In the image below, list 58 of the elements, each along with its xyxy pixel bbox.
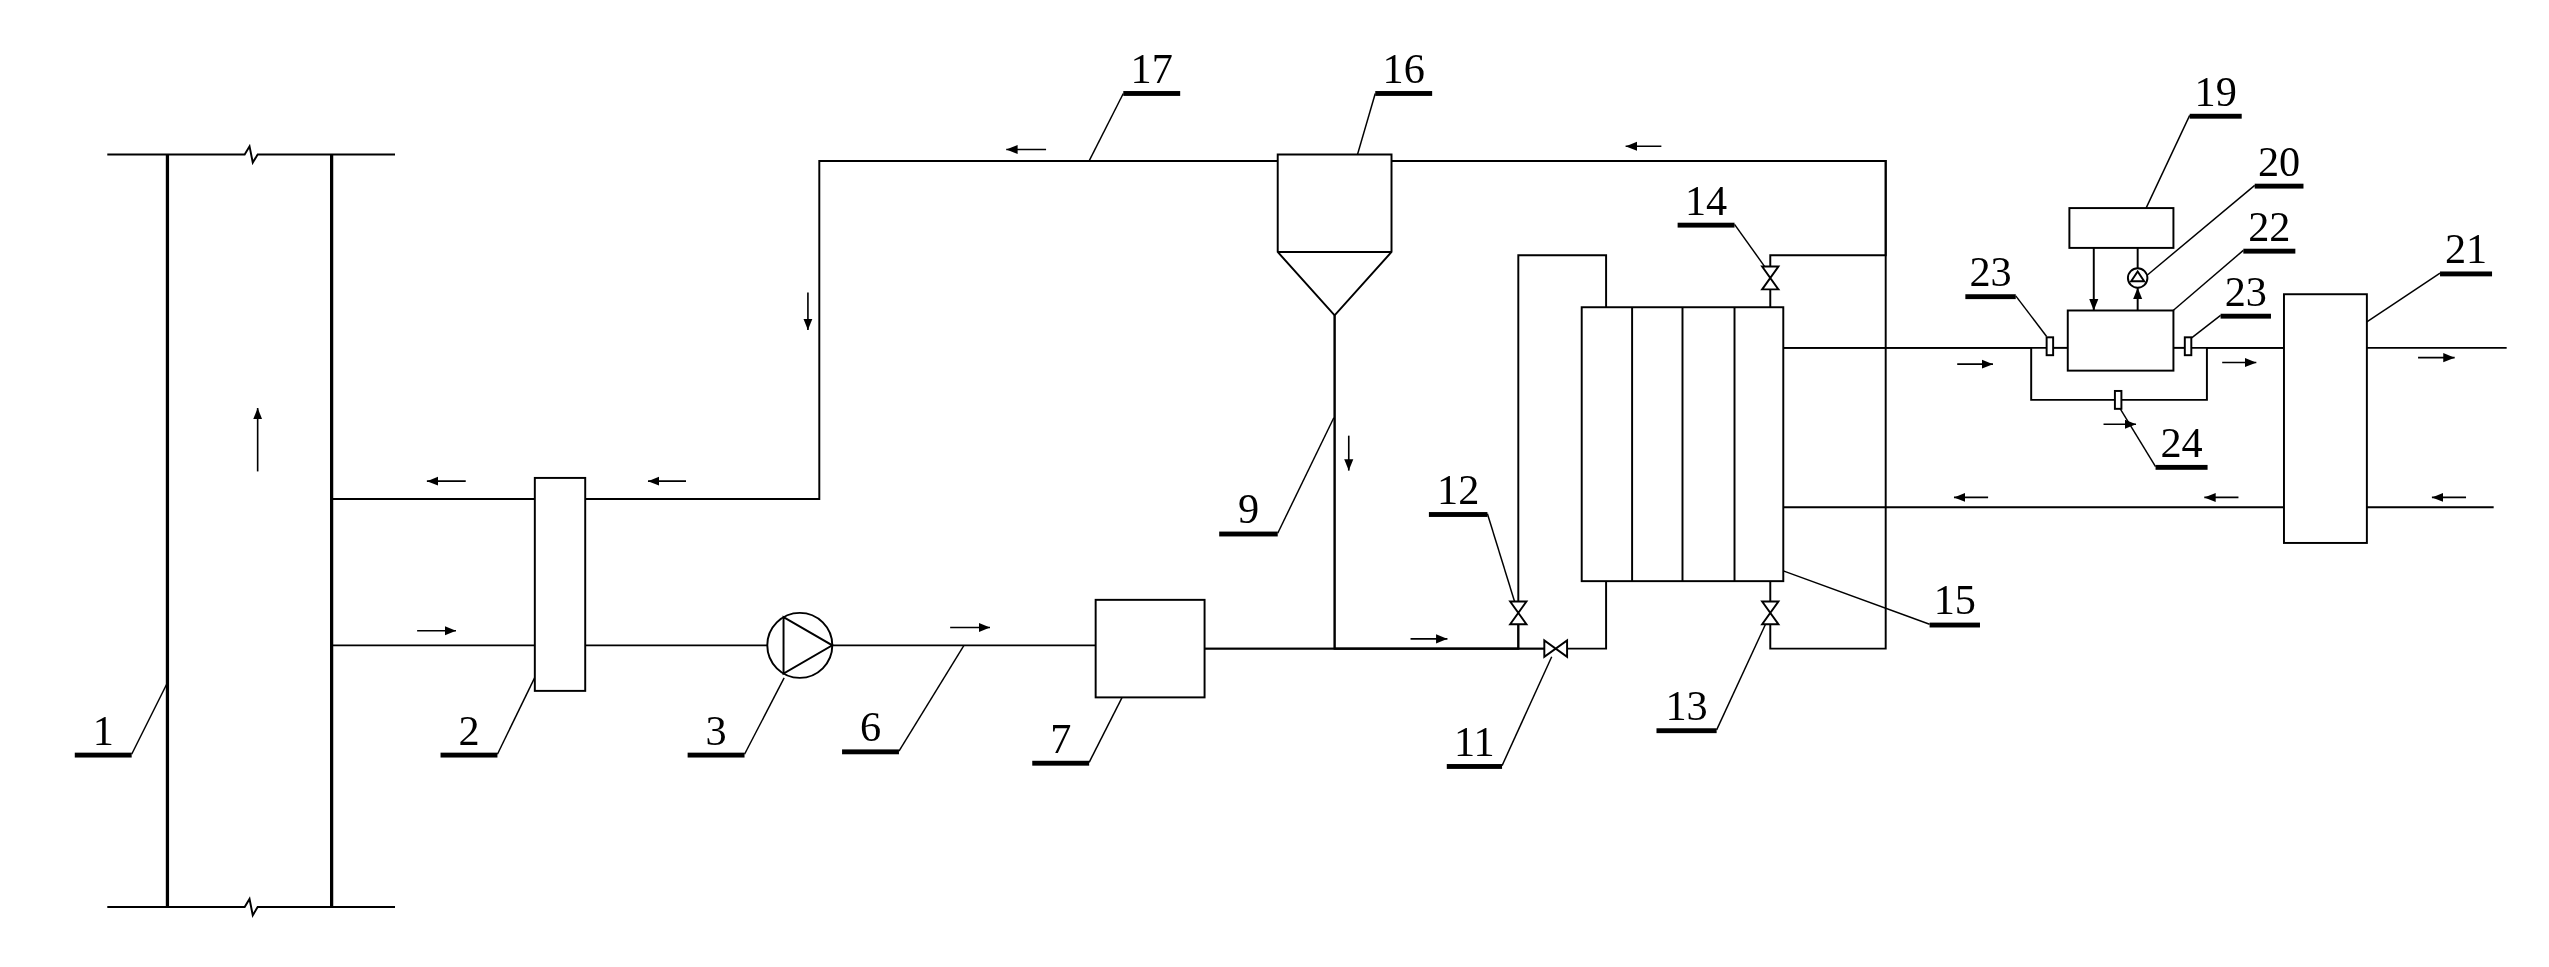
module-stack [1580,306,1785,583]
leader-line [743,677,785,755]
valve-symbol [1508,600,1529,626]
valve-symbol [1543,638,1569,659]
leader-line [1501,656,1553,767]
callout-number: 21 [2440,228,2493,276]
leader-line [1356,92,1376,156]
instrument-symbol [2126,267,2149,289]
callout-number: 6 [842,706,899,754]
leader-line [1088,92,1124,162]
leader-line [2366,272,2441,323]
callout-number: 24 [2155,421,2208,469]
leader-line [130,682,169,755]
pipe-line [1769,580,1772,603]
equipment-box [2066,309,2175,372]
leader-line [1486,512,1516,603]
leader-line [1088,696,1123,764]
pipe-arrow [2089,246,2099,312]
pipe-line [1517,254,1608,603]
callout-number: 13 [1656,685,1717,733]
leader-line [2172,249,2245,312]
callout-number: 15 [1929,579,1980,627]
callout-number: 12 [1428,469,1488,517]
pipe-line [2136,246,2139,270]
callout-number: 9 [1219,488,1278,536]
leader-line [2146,184,2256,276]
leader-line [2119,408,2157,468]
callout-number: 2 [440,709,498,757]
callout-number: 17 [1123,48,1181,96]
leader-line [2190,314,2222,339]
callout-number: 1 [74,709,132,757]
sensor-symbol [2045,336,2055,357]
equipment-box [1094,598,1206,699]
callout-number: 3 [687,709,745,757]
leader-line [2015,295,2048,338]
leader-line [1733,223,1766,268]
callout-number: 20 [2254,140,2304,188]
heat-exchanger-box [533,476,587,692]
callout-number: 19 [2189,70,2242,118]
callout-number: 23 [1965,251,2016,299]
leader-line [2145,114,2191,209]
callout-number: 11 [1446,720,1503,769]
sensor-symbol [2183,336,2193,357]
callout-number: 16 [1375,48,1433,96]
pipe-arrow [2133,286,2143,312]
valve-symbol [1760,265,1781,291]
callout-number: 22 [2243,205,2296,253]
callout-number: 23 [2220,270,2271,318]
callout-number: 14 [1677,179,1735,227]
leader-line [1277,417,1335,534]
leader-line [898,644,965,752]
pump-symbol [766,611,835,679]
equipment-box [2283,293,2368,544]
hopper-drawing [1276,153,1393,317]
equipment-box [2068,207,2175,249]
callout-number: 7 [1032,717,1090,765]
sensor-symbol [2113,390,2123,410]
valve-symbol [1760,600,1781,626]
